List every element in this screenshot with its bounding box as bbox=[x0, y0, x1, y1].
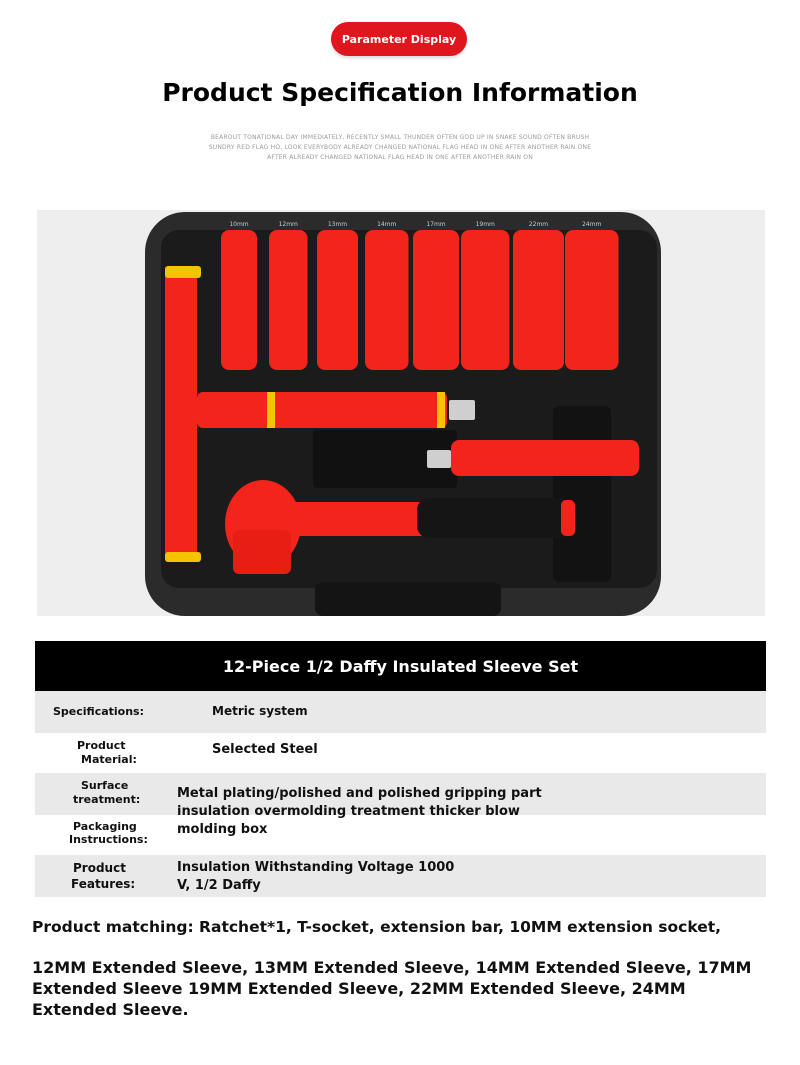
spec-label-line2: Features: bbox=[71, 877, 136, 891]
product-matching: Product matching: Ratchet*1, T-socket, e… bbox=[32, 918, 722, 936]
t-handle-drive bbox=[449, 400, 475, 420]
socket-19mm bbox=[461, 230, 510, 370]
case-handle-slot bbox=[315, 582, 501, 616]
parameter-display-badge: Parameter Display bbox=[331, 22, 467, 56]
socket-size-label: 19mm bbox=[476, 221, 495, 228]
t-handle-bar bbox=[197, 392, 447, 428]
spec-label-line2: Instructions: bbox=[69, 833, 148, 846]
socket-set-image: 10mm 12mm 13mm 14mm 17mm 19mm 22mm 24mm bbox=[145, 212, 661, 616]
socket-size-label: 14mm bbox=[377, 221, 396, 228]
spec-label: Specifications: bbox=[53, 705, 145, 718]
spec-table-header: 12-Piece 1/2 Daffy Insulated Sleeve Set bbox=[35, 641, 766, 691]
socket-13mm bbox=[317, 230, 358, 370]
socket-group: 10mm 12mm 13mm 14mm 17mm 19mm 22mm 24mm bbox=[221, 221, 619, 370]
features-value-line1: Insulation Withstanding Voltage 1000 bbox=[177, 860, 455, 875]
surface-value-line2: insulation overmolding treatment thicker… bbox=[177, 804, 520, 819]
t-handle-band-right bbox=[437, 392, 445, 428]
spec-label-line1: Surface bbox=[81, 779, 129, 792]
spec-row-packaging: Packaging Instructions: bbox=[35, 815, 766, 855]
socket-size-label: 17mm bbox=[426, 221, 445, 228]
socket-10mm bbox=[221, 230, 257, 370]
socket-17mm bbox=[413, 230, 459, 370]
surface-value-line1: Metal plating/polished and polished grip… bbox=[177, 786, 542, 801]
t-handle-cap-top bbox=[165, 266, 201, 278]
t-handle-stem bbox=[165, 270, 197, 560]
page-subtitle: BEAROUT TONATIONAL DAY IMMEDIATELY, RECE… bbox=[208, 134, 592, 161]
spec-row-surface: Surface treatment: bbox=[35, 773, 766, 815]
spec-value: Selected Steel bbox=[212, 742, 318, 757]
spec-label-line2: Material: bbox=[81, 753, 137, 766]
socket-size-label: 22mm bbox=[529, 221, 548, 228]
socket-12mm bbox=[269, 230, 308, 370]
t-handle-cap-bottom bbox=[165, 552, 201, 562]
socket-14mm bbox=[365, 230, 409, 370]
ratchet-end bbox=[561, 500, 575, 536]
socket-size-label: 12mm bbox=[279, 221, 298, 228]
socket-size-label: 13mm bbox=[328, 221, 347, 228]
sleeve-list: 12MM Extended Sleeve, 13MM Extended Slee… bbox=[32, 958, 752, 1019]
extension-drive bbox=[427, 450, 451, 468]
socket-size-label: 24mm bbox=[582, 221, 601, 228]
ratchet-head-lower bbox=[233, 530, 291, 574]
spec-row-specifications: Specifications: Metric system bbox=[35, 691, 766, 733]
case-block bbox=[313, 430, 457, 488]
t-handle-band-left bbox=[267, 392, 275, 428]
socket-24mm bbox=[565, 230, 619, 370]
socket-size-label: 10mm bbox=[229, 221, 248, 228]
spec-row-material: Product Material: Selected Steel bbox=[35, 733, 766, 773]
socket-22mm bbox=[513, 230, 564, 370]
product-photo: 10mm 12mm 13mm 14mm 17mm 19mm 22mm 24mm bbox=[37, 210, 765, 616]
page-title: Product Specification Information bbox=[162, 78, 638, 107]
spec-label-line2: treatment: bbox=[73, 793, 141, 806]
surface-value-line3: molding box bbox=[177, 822, 268, 837]
spec-label-line1: Packaging bbox=[73, 820, 137, 833]
features-value-line2: V, 1/2 Daffy bbox=[177, 878, 261, 893]
spec-label-line1: Product bbox=[77, 739, 126, 752]
spec-label-line1: Product bbox=[73, 861, 126, 875]
extension-bar bbox=[451, 440, 639, 476]
case-block-right bbox=[553, 406, 611, 582]
spec-row-features: Product Features: Insulation Withstandin… bbox=[35, 855, 766, 897]
spec-value: Metric system bbox=[212, 704, 308, 718]
ratchet-grip bbox=[417, 498, 573, 538]
